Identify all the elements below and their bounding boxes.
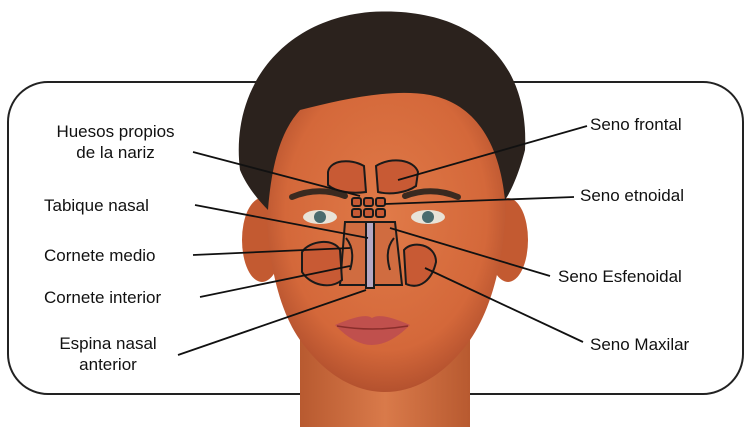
label-cornete-medio: Cornete medio (44, 245, 156, 266)
label-seno-maxilar: Seno Maxilar (590, 334, 689, 355)
label-espina-nasal: Espina nasal anterior (38, 333, 178, 375)
frontal-sinus-left (328, 161, 366, 193)
label-huesos-propios: Huesos propios de la nariz (38, 121, 193, 163)
label-huesos-propios-line2: de la nariz (38, 142, 193, 163)
label-tabique-nasal: Tabique nasal (44, 195, 149, 216)
label-cornete-interior: Cornete interior (44, 287, 161, 308)
label-seno-esfenoidal: Seno Esfenoidal (558, 266, 682, 287)
left-iris (314, 211, 326, 223)
label-huesos-propios-line1: Huesos propios (38, 121, 193, 142)
nasal-septum (366, 222, 374, 288)
label-espina-nasal-line2: anterior (38, 354, 178, 375)
label-espina-nasal-line1: Espina nasal (38, 333, 178, 354)
label-seno-frontal: Seno frontal (590, 114, 682, 135)
label-seno-etnoidal: Seno etnoidal (580, 185, 684, 206)
right-iris (422, 211, 434, 223)
